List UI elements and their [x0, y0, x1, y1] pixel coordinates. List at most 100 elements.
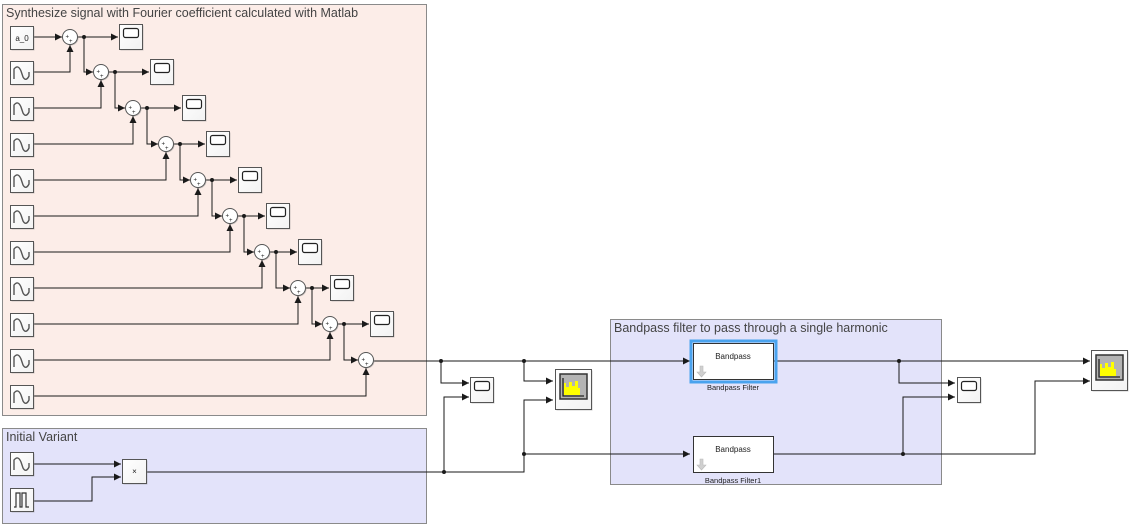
spectrum-analyzer-block[interactable]	[555, 369, 593, 411]
scope-block[interactable]	[119, 24, 144, 51]
scope-screen-icon	[153, 62, 171, 74]
signal-line[interactable]	[902, 393, 955, 454]
selection-highlight	[689, 339, 778, 384]
signal-line[interactable]	[114, 72, 125, 112]
scope-block[interactable]	[266, 203, 291, 230]
sum-block[interactable]: ++	[93, 64, 110, 81]
scope-block[interactable]	[470, 377, 495, 404]
sine-wave-source[interactable]	[10, 97, 35, 122]
sum-block[interactable]: ++	[322, 316, 339, 333]
signal-line[interactable]	[34, 368, 370, 397]
filter-frame	[693, 436, 774, 473]
product-block[interactable]: ×	[122, 459, 148, 485]
scope-block[interactable]	[150, 59, 175, 86]
sum-block[interactable]: ++	[358, 352, 375, 369]
sine-wave-source[interactable]	[10, 385, 35, 410]
sum-sign-plus: +	[69, 39, 73, 45]
signal-line[interactable]	[146, 108, 158, 148]
sine-wave-source[interactable]	[10, 241, 35, 266]
scope-block[interactable]	[238, 167, 263, 194]
signal-line[interactable]	[34, 260, 266, 289]
area-bandpass-title: Bandpass filter to pass through a single…	[614, 321, 888, 335]
scope-screen-icon	[301, 242, 319, 254]
sum-sign-plus: +	[258, 250, 262, 256]
sum-sign-plus: +	[165, 146, 169, 152]
filter-frame	[693, 343, 774, 380]
signal-line[interactable]	[440, 361, 469, 387]
down-arrow-icon	[696, 365, 707, 378]
sine-wave-icon	[13, 318, 30, 332]
scope-block[interactable]	[182, 95, 207, 122]
signal-line[interactable]	[34, 188, 202, 217]
scope-block[interactable]	[206, 131, 231, 158]
signal-line[interactable]	[34, 332, 334, 361]
filter-label: Bandpass	[715, 445, 751, 454]
signal-line[interactable]	[34, 296, 302, 325]
sum-circle	[190, 172, 206, 188]
sum-block[interactable]: ++	[125, 100, 142, 117]
signal-line[interactable]	[83, 37, 93, 76]
pulse-generator-block[interactable]	[10, 488, 35, 513]
sine-wave-source[interactable]	[10, 169, 35, 194]
spectrum-axes-icon	[1098, 359, 1120, 378]
signal-line[interactable]	[34, 473, 121, 502]
pulse-wave-icon	[14, 492, 29, 508]
sum-block[interactable]: ++	[222, 208, 239, 225]
signal-line[interactable]	[343, 324, 358, 364]
signal-line[interactable]	[34, 45, 74, 73]
sum-sign-plus: +	[365, 362, 369, 368]
signal-line[interactable]	[34, 80, 105, 109]
spectrum-analyzer-block[interactable]	[1091, 350, 1129, 392]
sine-wave-icon	[13, 457, 30, 471]
sum-block[interactable]: ++	[190, 172, 207, 189]
sum-circle	[290, 280, 306, 296]
area-initial-variant[interactable]: Initial Variant	[2, 428, 427, 524]
spectrum-bars-icon	[564, 381, 580, 395]
signal-line[interactable]	[179, 144, 190, 184]
constant-block-a0[interactable]: a_0	[10, 26, 35, 51]
area-synthesize[interactable]: Synthesize signal with Fourier coefficie…	[2, 4, 427, 416]
filter-name: Bandpass Filter1	[705, 476, 761, 485]
signal-line[interactable]	[34, 116, 137, 145]
sum-sign-plus: +	[66, 35, 70, 41]
scope-screen-icon	[473, 380, 491, 392]
signal-line[interactable]	[243, 216, 254, 256]
sine-wave-source-variant[interactable]	[10, 452, 35, 477]
scope-block[interactable]	[298, 239, 323, 266]
scope-block[interactable]	[330, 275, 355, 302]
signal-line[interactable]	[34, 224, 234, 253]
sum-sign-plus: +	[100, 74, 104, 80]
sum-sign-plus: +	[294, 286, 298, 292]
signal-line[interactable]	[211, 180, 222, 220]
signal-line[interactable]	[443, 393, 469, 472]
signal-line[interactable]	[34, 152, 170, 181]
sine-wave-source[interactable]	[10, 205, 35, 230]
signal-line[interactable]	[523, 396, 553, 454]
scope-block[interactable]	[957, 377, 982, 404]
spectrum-bars-icon	[1100, 362, 1116, 376]
sum-block[interactable]: ++	[62, 29, 79, 46]
sine-wave-source[interactable]	[10, 133, 35, 158]
sum-circle	[62, 29, 78, 45]
signal-line[interactable]	[147, 450, 690, 473]
scope-screen-icon	[209, 134, 227, 146]
sum-block[interactable]: ++	[254, 244, 271, 261]
sine-wave-icon	[13, 282, 30, 296]
scope-screen-icon	[333, 278, 351, 290]
signal-line[interactable]	[898, 361, 955, 387]
signal-line[interactable]	[523, 361, 553, 385]
sum-block[interactable]: ++	[290, 280, 307, 297]
sine-wave-icon	[13, 102, 30, 116]
signal-line[interactable]	[275, 252, 290, 292]
sine-wave-source[interactable]	[10, 277, 35, 302]
sine-wave-icon	[13, 210, 30, 224]
scope-block[interactable]	[370, 311, 395, 338]
signal-line[interactable]	[311, 288, 322, 328]
sum-block[interactable]: ++	[158, 136, 175, 153]
sine-wave-source[interactable]	[10, 349, 35, 374]
sine-wave-source[interactable]	[10, 313, 35, 338]
sine-wave-source[interactable]	[10, 61, 35, 86]
sum-sign-plus: +	[362, 358, 366, 364]
